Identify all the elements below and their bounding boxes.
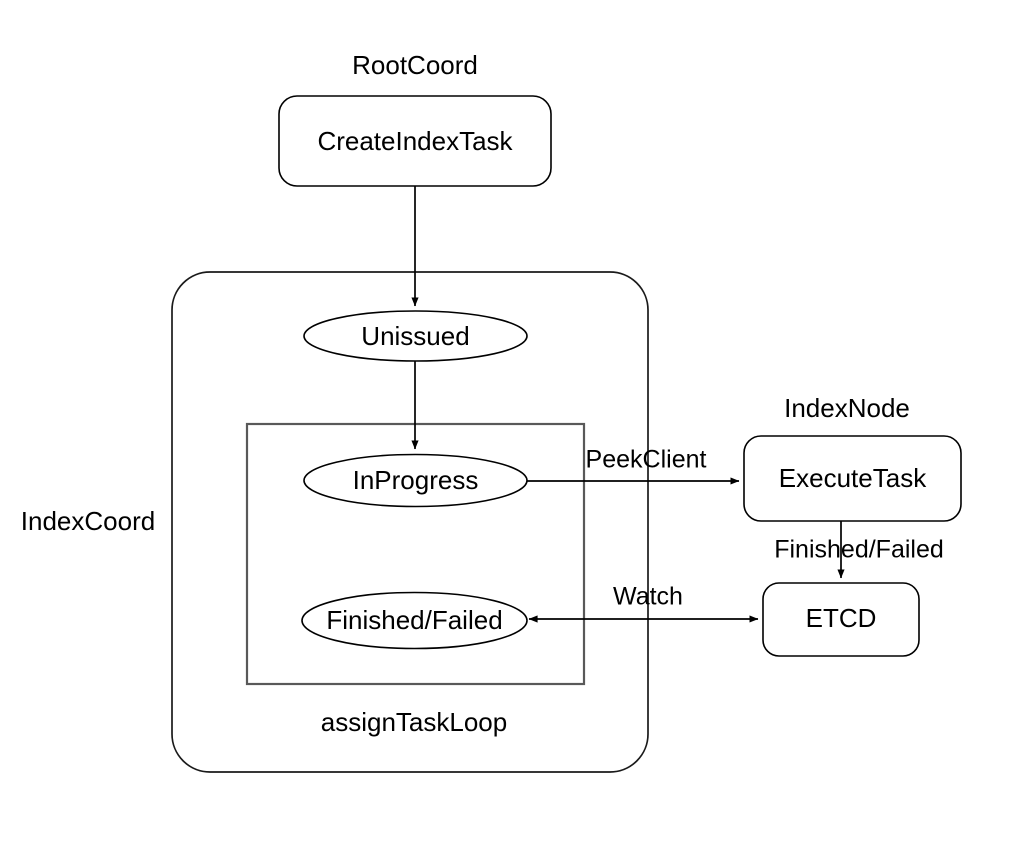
node-etcd[interactable]: ETCD	[762, 582, 920, 657]
node-createindextask[interactable]: CreateIndexTask	[278, 95, 552, 187]
node-executetask-label: ExecuteTask	[779, 463, 927, 493]
node-unissued-label: Unissued	[361, 321, 469, 351]
edge-label-watch: Watch	[613, 583, 683, 611]
node-createindextask-label: CreateIndexTask	[317, 126, 513, 156]
node-finishedfailed[interactable]: Finished/Failed	[301, 591, 528, 650]
node-finishedfailed-label: Finished/Failed	[326, 605, 502, 635]
node-createindextask-shape[interactable]	[278, 95, 552, 187]
node-inprogress-label: InProgress	[353, 465, 479, 495]
node-executetask[interactable]: ExecuteTask	[743, 435, 962, 522]
group-label-indexcoord: IndexCoord	[21, 506, 155, 536]
node-executetask-shape[interactable]	[743, 435, 962, 522]
node-unissued-shape[interactable]	[303, 310, 528, 362]
node-etcd-label: ETCD	[806, 603, 877, 633]
node-inprogress[interactable]: InProgress	[303, 453, 528, 508]
group-indexcoord-boundary	[171, 271, 649, 773]
edge-label-peekclient: PeekClient	[586, 446, 707, 474]
node-inprogress-shape[interactable]	[303, 453, 528, 508]
group-label-rootcoord: RootCoord	[352, 50, 478, 80]
group-label-assigntaskloop: assignTaskLoop	[321, 707, 507, 737]
node-finishedfailed-shape[interactable]	[301, 591, 528, 650]
edge-label-finished-failed: Finished/Failed	[774, 536, 944, 564]
group-label-indexnode: IndexNode	[784, 393, 910, 423]
node-unissued[interactable]: Unissued	[303, 310, 528, 362]
node-etcd-shape[interactable]	[762, 582, 920, 657]
